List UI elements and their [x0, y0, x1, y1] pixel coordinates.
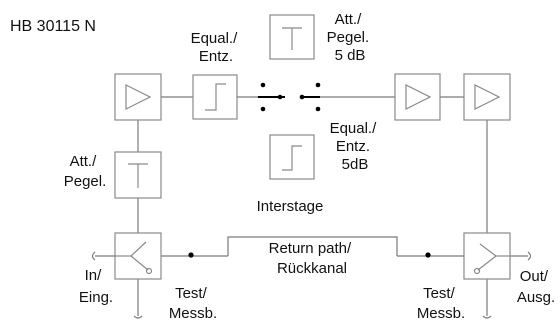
label-test-right: Test/ Messb. — [417, 285, 465, 322]
label-input: In/ Eing. — [79, 267, 113, 306]
label-interstage: Interstage — [257, 198, 324, 215]
label-equalizer-top: Equal./ Entz. — [191, 30, 242, 65]
output-port-icon — [527, 251, 532, 261]
amplifier-1-icon — [125, 84, 152, 110]
left-testpoint-port-icon — [133, 315, 143, 319]
amplifier-1 — [114, 73, 162, 121]
right-testpoint-port-icon — [482, 315, 492, 319]
amplifier-3-icon — [474, 84, 501, 110]
amplifier-2 — [394, 73, 441, 121]
label-return-path: Return path/ Rückkanal — [269, 240, 356, 277]
equalizer-block — [192, 74, 238, 120]
equalizer-5db-icon — [282, 145, 302, 171]
test-point-right-dot — [425, 252, 431, 258]
amplifier-3 — [463, 73, 511, 121]
label-test-left: Test/ Messb. — [169, 285, 217, 322]
diagram-title: HB 30115 N — [10, 18, 96, 35]
input-port-icon — [91, 251, 96, 261]
amplifier-2-icon — [405, 84, 432, 110]
label-equalizer-mid: Equal./ Entz. 5dB — [330, 120, 381, 173]
label-output: Out/ Ausg. — [517, 268, 555, 306]
label-attenuator-left: Att./ Pegel. — [64, 153, 107, 190]
return-path-box — [227, 236, 398, 256]
equalizer-icon — [205, 83, 226, 111]
test-point-left-dot — [188, 252, 194, 258]
label-attenuator-top: Att./ Pegel. 5 dB — [327, 11, 374, 64]
plugin-switch — [258, 82, 321, 112]
